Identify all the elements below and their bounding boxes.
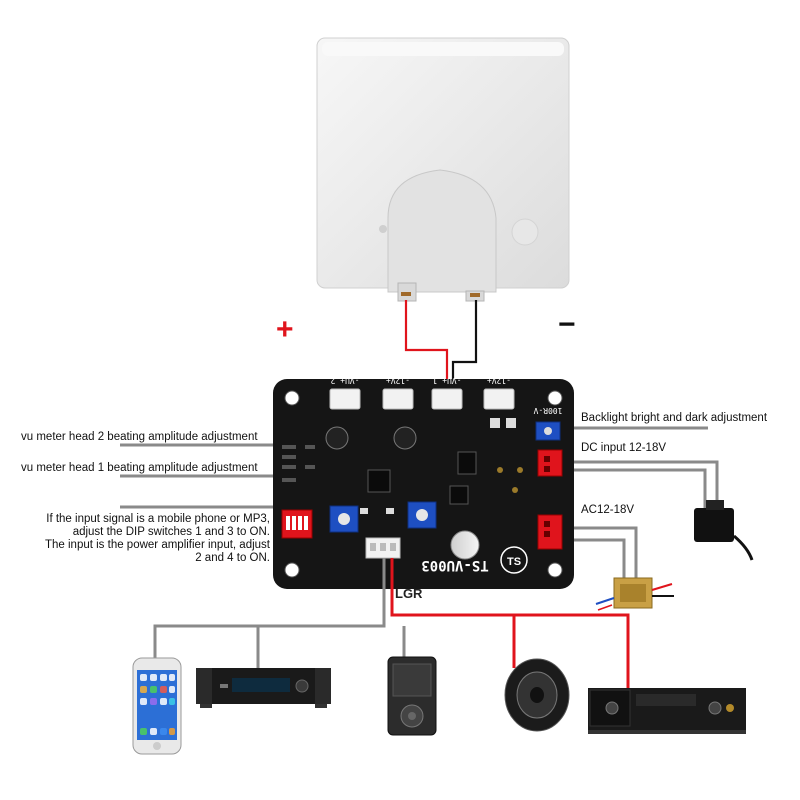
- header-connectors: [329, 388, 515, 410]
- power-amplifier-icon: [588, 688, 746, 734]
- meter-negative-wire: [451, 300, 478, 392]
- board-side-label: 100R-V: [533, 406, 562, 415]
- label-backlight-adjustment: Backlight bright and dark adjustment: [581, 412, 768, 424]
- label-dc-input: DC input 12-18V: [581, 442, 667, 454]
- header-label-12v-a: -12V+: [386, 376, 410, 385]
- label-ac-input: AC12-18V: [581, 504, 635, 516]
- smartphone-icon: [132, 657, 182, 755]
- svg-text:TS: TS: [507, 556, 521, 568]
- speaker-icon: [504, 658, 570, 732]
- label-head2-adjustment: vu meter head 2 beating amplitude adjust…: [21, 431, 258, 443]
- header-label-vu1: -VU+ 1: [432, 376, 461, 385]
- dip-instruction-line: If the input signal is a mobile phone or…: [46, 513, 270, 525]
- vu-driver-board: TS -VU+ 2 -12V+ -VU+ 1 -12V+ 100R-V TS-V…: [273, 376, 574, 589]
- dip-instruction-line: The input is the power amplifier input, …: [44, 539, 270, 551]
- header-label-12v-b: -12V+: [487, 376, 511, 385]
- label-head1-adjustment: vu meter head 1 beating amplitude adjust…: [21, 462, 258, 474]
- positive-sign: +: [276, 313, 294, 346]
- dip-instruction-line: 2 and 4 to ON.: [195, 552, 270, 564]
- mp3-player-icon: [387, 656, 437, 736]
- audio-player-icon: [196, 668, 331, 708]
- head1-trimmer: [407, 501, 437, 529]
- connector-label-lgr: LGR: [395, 586, 423, 601]
- signal-wiring: [153, 558, 630, 690]
- dc-input-connector: [537, 449, 563, 477]
- power-adapter-icon: [694, 500, 754, 561]
- dip-instruction-line: adjust the DIP switches 1 and 3 to ON.: [72, 526, 270, 538]
- ts-logo: TS: [500, 546, 528, 574]
- board-model: TS-VU003: [421, 557, 488, 573]
- meter-positive-wire: [404, 300, 449, 392]
- vu-meter-head: [316, 37, 570, 302]
- header-label-vu2: -VU+ 2: [330, 376, 359, 385]
- transformer-icon: [595, 577, 674, 611]
- negative-sign: −: [558, 308, 576, 341]
- dip-switch-instructions: If the input signal is a mobile phone or…: [45, 513, 270, 565]
